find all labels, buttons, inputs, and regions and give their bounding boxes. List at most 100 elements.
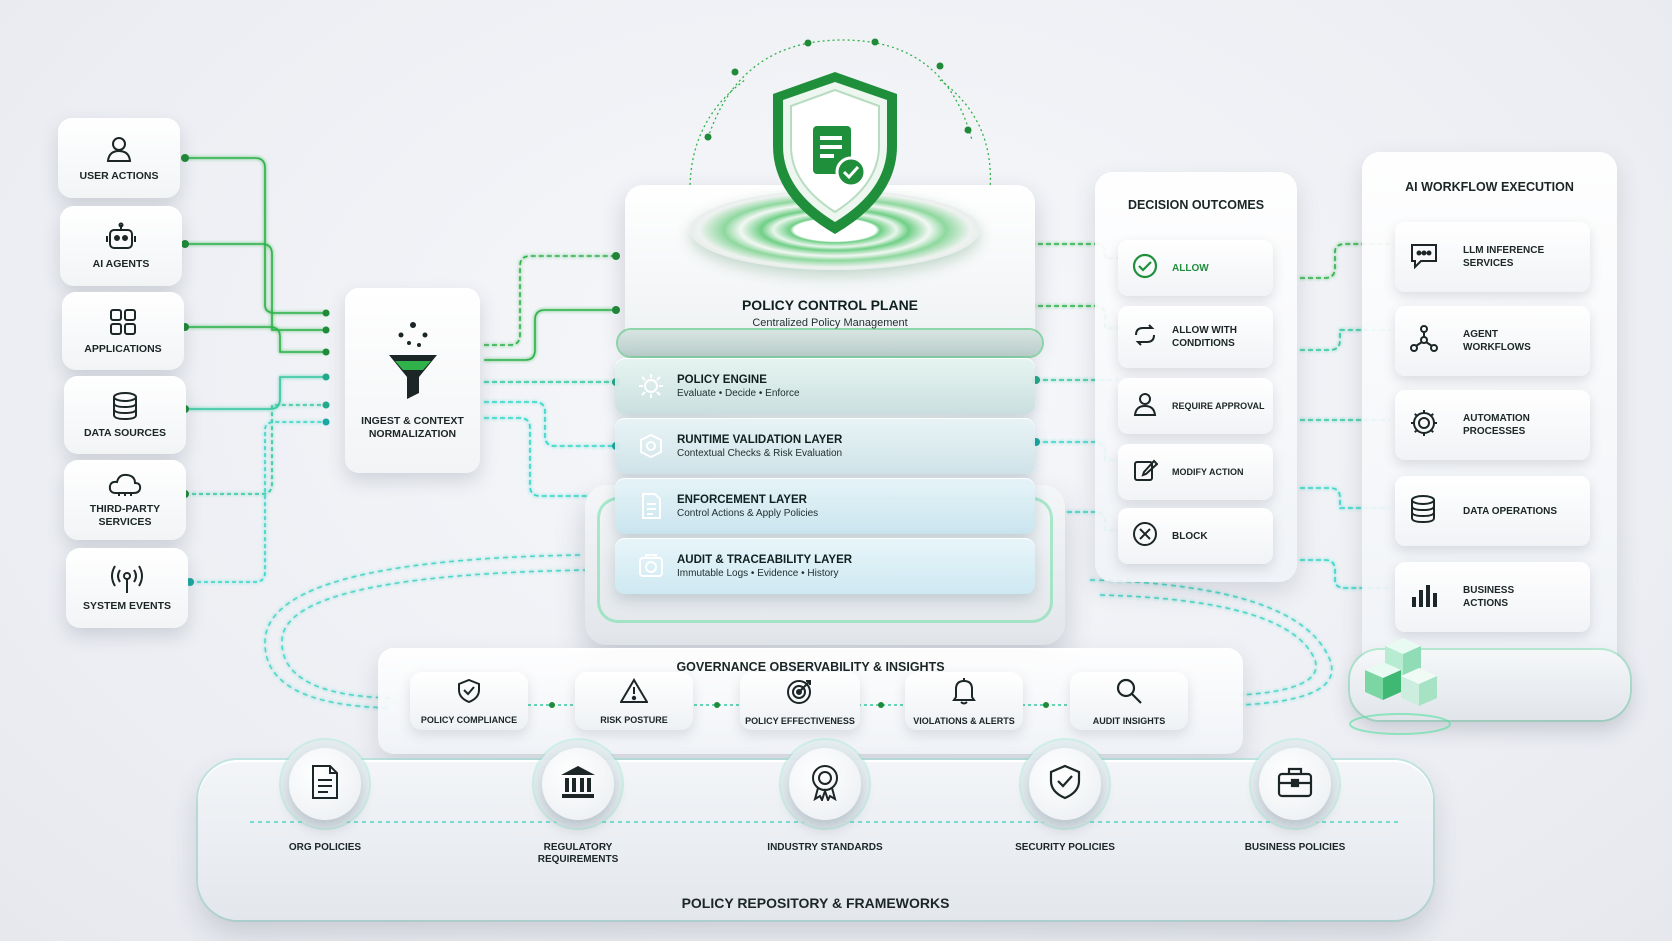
audit-icon — [637, 552, 665, 585]
antenna-icon — [110, 564, 144, 594]
outcome-modify-action[interactable]: MODIFY ACTION — [1118, 444, 1273, 500]
workflow-business-actions[interactable]: BUSINESS ACTIONS — [1395, 562, 1590, 632]
layer-title: RUNTIME VALIDATION LAYER — [677, 434, 842, 446]
layer-title: ENFORCEMENT LAYER — [677, 494, 818, 506]
repository-security-policies[interactable]: SECURITY POLICIES — [995, 748, 1135, 854]
repository-business-policies[interactable]: BUSINESS POLICIES — [1225, 748, 1365, 854]
workflow-label: AGENT WORKFLOWS — [1463, 328, 1543, 354]
edit-icon — [1132, 457, 1158, 488]
layer-runtime-validation[interactable]: RUNTIME VALIDATION LAYER Contextual Check… — [615, 418, 1035, 474]
repository-title: POLICY REPOSITORY & FRAMEWORKS — [198, 895, 1433, 911]
check-circle-icon — [1132, 253, 1158, 284]
bar-chart-icon — [1409, 581, 1439, 614]
outcome-allow-with-conditions[interactable]: ALLOW WITH CONDITIONS — [1118, 306, 1273, 368]
repository-industry-standards[interactable]: INDUSTRY STANDARDS — [755, 748, 895, 854]
briefcase-icon — [1277, 766, 1313, 803]
repository-label: INDUSTRY STANDARDS — [767, 842, 882, 854]
layer-policy-engine[interactable]: POLICY ENGINE Evaluate • Decide • Enforce — [615, 358, 1035, 414]
document-icon — [310, 764, 340, 805]
governance-audit-insights[interactable]: AUDIT INSIGHTS — [1070, 672, 1188, 730]
input-applications[interactable]: APPLICATIONS — [62, 292, 184, 370]
outcome-label: MODIFY ACTION — [1172, 466, 1244, 479]
robot-icon — [105, 222, 137, 252]
layer-title: POLICY ENGINE — [677, 374, 800, 386]
document-icon — [637, 492, 665, 525]
ingest-normalization-card[interactable]: INGEST & CONTEXT NORMALIZATION — [345, 288, 480, 473]
person-icon — [1132, 391, 1158, 422]
layer-subtitle: Evaluate • Decide • Enforce — [677, 388, 800, 399]
network-icon — [1409, 324, 1439, 359]
outcome-label: ALLOW WITH CONDITIONS — [1172, 324, 1252, 350]
workflow-llm-inference[interactable]: LLM INFERENCE SERVICES — [1395, 222, 1590, 292]
shield-check-icon — [1049, 764, 1081, 805]
outcome-allow[interactable]: ALLOW — [1118, 240, 1273, 296]
governance-label: AUDIT INSIGHTS — [1093, 716, 1166, 726]
input-user-actions[interactable]: USER ACTIONS — [58, 118, 180, 198]
governance-label: VIOLATIONS & ALERTS — [913, 716, 1015, 726]
badge-icon — [808, 763, 842, 806]
cloud-icon — [107, 471, 143, 497]
outcome-require-approval[interactable]: REQUIRE APPROVAL — [1118, 378, 1273, 434]
control-plane-title: POLICY CONTROL PLANE — [625, 297, 1035, 313]
governance-label: POLICY COMPLIANCE — [421, 715, 517, 725]
shield-check-icon — [457, 678, 481, 709]
outcome-label: BLOCK — [1172, 530, 1208, 543]
input-system-events[interactable]: SYSTEM EVENTS — [66, 548, 188, 628]
layer-subtitle: Contextual Checks & Risk Evaluation — [677, 448, 842, 459]
search-icon — [1115, 677, 1143, 710]
input-label: USER ACTIONS — [80, 170, 159, 183]
repository-regulatory-requirements[interactable]: REGULATORY REQUIREMENTS — [508, 748, 648, 866]
control-plane-top-rim — [618, 330, 1042, 356]
governance-risk-posture[interactable]: RISK POSTURE — [575, 672, 693, 730]
workflow-automation-processes[interactable]: AUTOMATION PROCESSES — [1395, 390, 1590, 460]
bank-icon — [560, 765, 596, 804]
outcome-label: ALLOW — [1172, 262, 1209, 275]
governance-label: POLICY EFFECTIVENESS — [745, 716, 855, 726]
x-circle-icon — [1132, 521, 1158, 552]
repository-label: SECURITY POLICIES — [1015, 842, 1115, 854]
repository-label: ORG POLICIES — [289, 842, 361, 854]
workflow-data-operations[interactable]: DATA OPERATIONS — [1395, 476, 1590, 546]
repository-disc — [1259, 748, 1331, 820]
input-label: DATA SOURCES — [84, 427, 166, 440]
ai-workflow-title: AI WORKFLOW EXECUTION — [1362, 180, 1617, 194]
repository-disc — [289, 748, 361, 820]
repository-disc — [789, 748, 861, 820]
input-label: THIRD-PARTY SERVICES — [75, 503, 175, 529]
input-data-sources[interactable]: DATA SOURCES — [64, 376, 186, 454]
repository-label: BUSINESS POLICIES — [1245, 842, 1346, 854]
governance-violations-alerts[interactable]: VIOLATIONS & ALERTS — [905, 672, 1023, 730]
layer-subtitle: Immutable Logs • Evidence • History — [677, 568, 852, 579]
cube-cluster-icon — [1345, 636, 1455, 741]
governance-policy-effectiveness[interactable]: POLICY EFFECTIVENESS — [740, 672, 860, 730]
outcome-block[interactable]: BLOCK — [1118, 508, 1273, 564]
repository-label: REGULATORY REQUIREMENTS — [508, 842, 648, 866]
decision-outcomes-title: DECISION OUTCOMES — [1095, 198, 1297, 212]
workflow-label: DATA OPERATIONS — [1463, 505, 1557, 518]
gear-brain-icon — [637, 372, 665, 405]
chat-icon — [1409, 241, 1439, 274]
gear-icon — [1409, 408, 1439, 443]
bell-icon — [952, 677, 976, 710]
database-icon — [1409, 494, 1437, 529]
repository-org-policies[interactable]: ORG POLICIES — [255, 748, 395, 854]
input-label: APPLICATIONS — [84, 343, 161, 356]
ingest-label: INGEST & CONTEXT NORMALIZATION — [358, 415, 468, 441]
target-icon — [786, 677, 814, 710]
input-label: AI AGENTS — [93, 258, 150, 271]
input-third-party-services[interactable]: THIRD-PARTY SERVICES — [64, 460, 186, 540]
workflow-label: LLM INFERENCE SERVICES — [1463, 244, 1563, 270]
layer-title: AUDIT & TRACEABILITY LAYER — [677, 554, 852, 566]
grid-icon — [108, 307, 138, 337]
loop-icon — [1132, 322, 1158, 353]
governance-policy-compliance[interactable]: POLICY COMPLIANCE — [410, 672, 528, 730]
outcome-label: REQUIRE APPROVAL — [1172, 400, 1265, 413]
workflow-label: BUSINESS ACTIONS — [1463, 584, 1543, 610]
workflow-agent-workflows[interactable]: AGENT WORKFLOWS — [1395, 306, 1590, 376]
layer-audit-traceability[interactable]: AUDIT & TRACEABILITY LAYER Immutable Logs… — [615, 538, 1035, 594]
database-icon — [111, 391, 139, 421]
funnel-icon — [385, 321, 441, 401]
input-ai-agents[interactable]: AI AGENTS — [60, 206, 182, 286]
repository-disc — [1029, 748, 1101, 820]
